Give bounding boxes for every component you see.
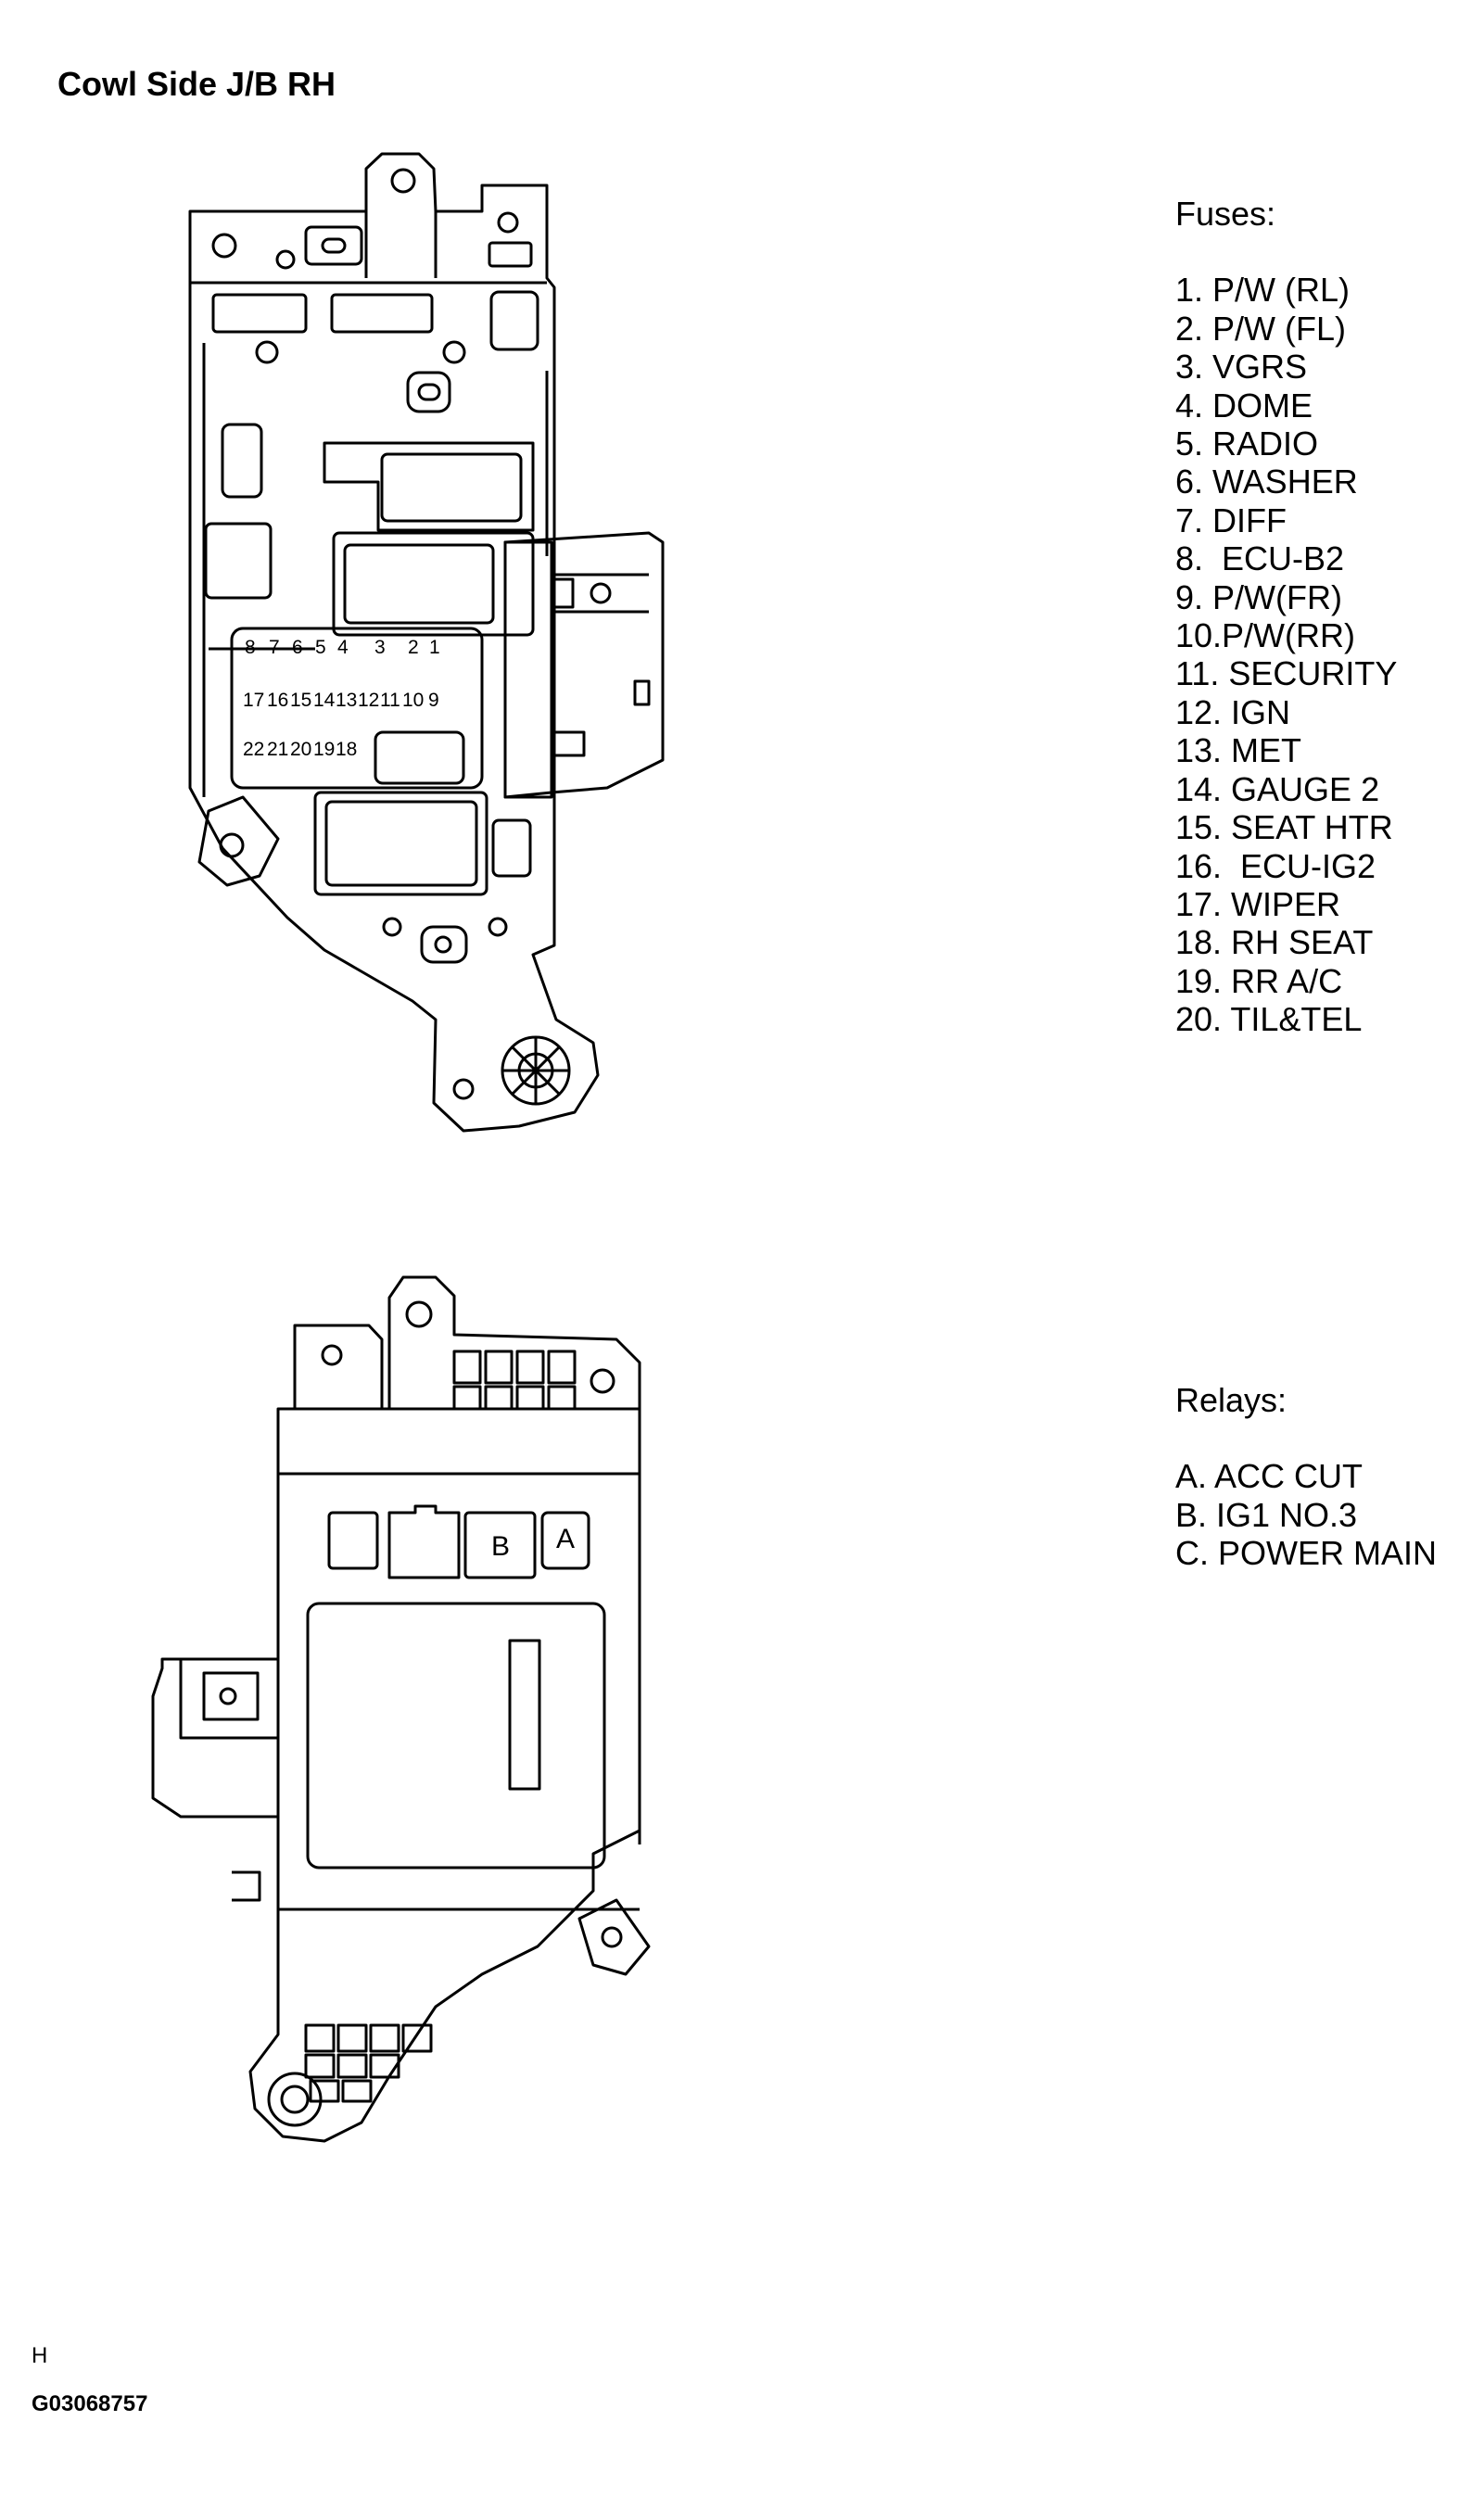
fuse-label-15: 15 [290,690,311,711]
fuse-item-4: 4. DOME [1175,386,1313,425]
fuse-item-18: 18. RH SEAT [1175,923,1374,962]
fuse-item-9: 9. P/W(FR) [1175,577,1342,616]
fuse-label-2: 2 [408,637,419,658]
fuse-item-20: 20. TIL&TEL [1175,1000,1363,1039]
relay-legend-header: Relays: [1175,1381,1287,1419]
fuse-label-13: 13 [336,690,357,711]
figure-id: G03068757 [32,2391,148,2416]
fuse-item-7: 7. DIFF [1175,501,1287,539]
fuse-label-17: 17 [243,690,264,711]
relay-item-b: B. IG1 NO.3 [1175,1495,1358,1534]
fuse-item-11: 11. SECURITY [1175,654,1398,693]
relay-label-a: A [556,1524,575,1554]
fuse-label-11: 11 [380,690,400,711]
fuse-item-3: 3. VGRS [1175,348,1308,387]
fuse-label-10: 10 [402,690,424,711]
fuse-item-8: 8. ECU-B2 [1175,539,1345,578]
footer-letter: H [32,2343,48,2368]
fuse-legend: Fuses: 1. P/W (RL) 2. P/W (FL) 3. VGRS 4… [1175,195,1397,1039]
fuse-label-21: 21 [267,739,288,760]
fuse-label-19: 19 [313,739,335,760]
fuse-label-6: 6 [292,637,303,658]
fuse-label-18: 18 [336,739,357,760]
fuse-label-14: 14 [313,690,336,711]
fuse-label-7: 7 [269,637,280,658]
relay-c-block [306,1602,606,1870]
fuse-item-19: 19. RR A/C [1175,961,1343,1000]
fuse-legend-header: Fuses: [1175,195,1276,233]
fuse-item-5: 5. RADIO [1175,425,1319,463]
fuse-label-5: 5 [315,637,326,658]
relay-item-c: C. POWER MAIN [1175,1534,1438,1573]
fuse-label-8: 8 [245,637,256,658]
page-title: Cowl Side J/B RH [57,65,336,103]
relay-b-box [463,1511,537,1579]
fuse-item-1: 1. P/W (RL) [1175,271,1351,310]
relay-a-box [540,1511,590,1570]
fuse-label-4: 4 [337,637,349,658]
fuse-item-6: 6. WASHER [1175,463,1358,501]
fuse-label-22: 22 [243,739,264,760]
fuse-label-20: 20 [290,739,311,760]
fuse-label-16: 16 [267,690,288,711]
fuse-item-13: 13. MET [1175,731,1302,770]
fuse-label-3: 3 [374,637,386,658]
fuse-side-view [188,152,665,1133]
fuse-item-16: 16. ECU-IG2 [1175,846,1376,885]
fuse-label-1: 1 [429,637,440,658]
fuse-item-15: 15. SEAT HTR [1175,808,1393,847]
relay-legend: Relays: A. ACC CUT B. IG1 NO.3 C. POWER … [1175,1381,1437,1573]
fuse-item-10: 10.P/W(RR) [1175,616,1356,655]
relay-letter-labels: B A [491,1524,575,1562]
fuse-label-12: 12 [358,690,379,711]
fuse-item-2: 2. P/W (FL) [1175,309,1347,348]
fuse-number-labels: 8 7 6 5 4 3 2 1 17 16 15 14 13 12 11 10 … [243,637,440,760]
relay-label-b: B [491,1531,510,1562]
relay-side-view [151,1275,651,2143]
fuse-label-9: 9 [428,690,439,711]
fuse-item-17: 17. WIPER [1175,884,1341,923]
fuse-item-12: 12. IGN [1175,692,1291,731]
relay-item-a: A. ACC CUT [1175,1457,1364,1496]
fuse-item-14: 14. GAUGE 2 [1175,769,1380,808]
